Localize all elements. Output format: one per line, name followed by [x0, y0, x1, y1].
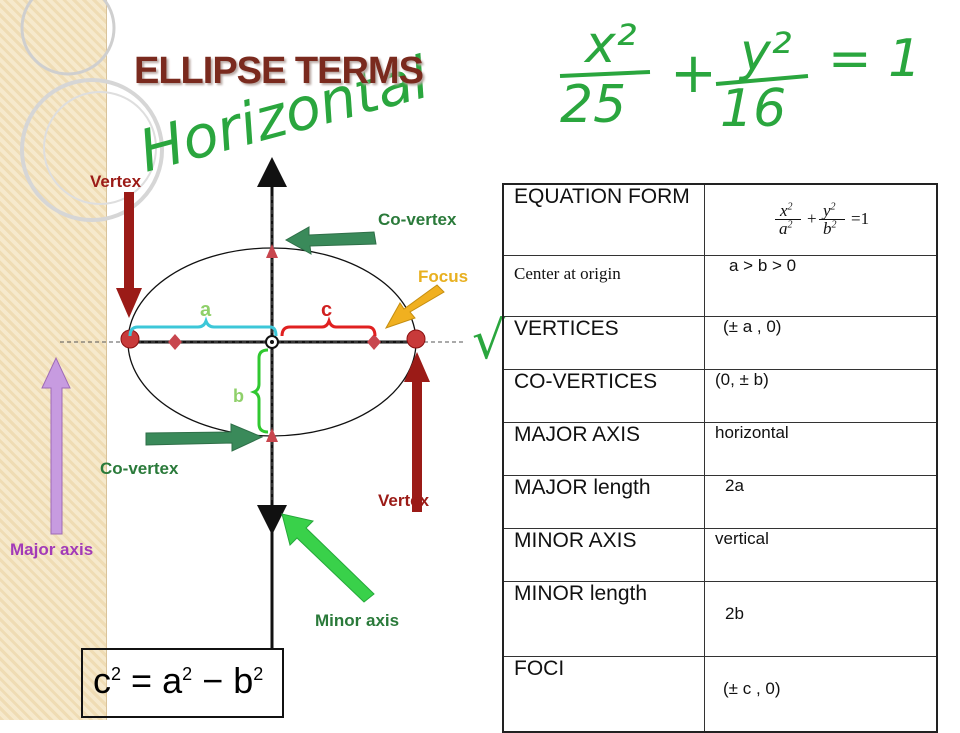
hw-16: 16: [720, 79, 786, 139]
formula-c: c: [93, 660, 111, 701]
label-covertex-bottom: Co-vertex: [100, 459, 179, 478]
label-vertex-bottom: Vertex: [378, 491, 430, 510]
formula-b: b: [233, 660, 254, 701]
formula-a: a: [162, 660, 183, 701]
eq-fraction-bar-b: [819, 219, 845, 220]
a-brace: [128, 316, 278, 337]
hw-y-squared: y²: [738, 23, 792, 83]
vertex-top-arrow: [116, 192, 142, 318]
row-key-vertices: VERTICES: [502, 316, 705, 370]
eq-b: b2: [823, 219, 837, 238]
label-minor-axis: Minor axis: [315, 611, 400, 630]
decorative-circle: [20, 0, 116, 76]
c-brace: [280, 316, 377, 337]
formula-minus: −: [202, 660, 224, 701]
row-key-foci: FOCI: [502, 656, 705, 733]
row-key-major-axis: MAJOR AXIS: [502, 422, 705, 476]
row-key-major-length: MAJOR length: [502, 475, 705, 529]
equation-form-label: EQUATION FORM: [502, 183, 705, 256]
eq-a: a2: [779, 219, 793, 238]
label-focus: Focus: [418, 267, 469, 286]
row-key-minor-length: MINOR length: [502, 581, 705, 657]
b-brace: [249, 348, 269, 434]
formula-equals: =: [131, 660, 153, 701]
pythagorean-relation-box: c2 = a2 − b2: [81, 648, 284, 718]
row-value-foci: (± c , 0): [704, 656, 938, 733]
covertex-bottom-arrow: [145, 423, 264, 452]
equation-form-value: x2 a2 + y2 b2 =1: [704, 183, 938, 256]
standard-equation: x2 a2 + y2 b2 =1: [715, 185, 936, 251]
hw-fraction-bar-2: [715, 74, 809, 86]
bottom-covertex-point: [266, 428, 278, 442]
eq-plus: +: [807, 209, 817, 228]
row-value-covertices: (0, ± b): [704, 369, 938, 423]
row-key-covertices: CO-VERTICES: [502, 369, 705, 423]
decorative-circle: [20, 78, 164, 222]
row-value-vertices: (± a , 0): [704, 316, 938, 370]
table-row: MAJOR AXIS horizontal: [502, 422, 938, 476]
hw-checkmark: √: [472, 311, 506, 371]
pythagorean-relation: c2 = a2 − b2: [93, 660, 263, 702]
row-value-center: a > b > 0: [704, 255, 938, 317]
top-covertex-point: [266, 244, 278, 258]
table-row: CO-VERTICES (0, ± b): [502, 369, 938, 423]
eq-fraction-bar-a: [775, 219, 801, 220]
formula-sq-c: 2: [111, 664, 122, 684]
table-row: MAJOR length 2a: [502, 475, 938, 529]
vertex-bottom-arrow: [404, 352, 430, 512]
formula-sq-b: 2: [253, 664, 264, 684]
hw-25: 25: [560, 75, 626, 135]
minor-axis-arrow: [281, 513, 375, 603]
row-key-minor-axis: MINOR AXIS: [502, 528, 705, 582]
right-focus-point: [367, 334, 381, 350]
decorative-circle: [43, 91, 157, 205]
table-row: FOCI (± c , 0): [502, 656, 938, 733]
handwritten-equation: x² 25 + y² 16 = 1 √: [472, 15, 921, 371]
label-a: a: [200, 299, 212, 321]
table-row: VERTICES (± a , 0): [502, 316, 938, 370]
table-row: MINOR length 2b: [502, 581, 938, 657]
row-value-major-axis: horizontal: [704, 422, 938, 476]
right-vertex-point: [406, 329, 426, 349]
hw-equals-one: = 1: [828, 29, 921, 89]
covertex-top-arrow: [284, 226, 377, 255]
table-row: Center at origin a > b > 0: [502, 255, 938, 317]
row-value-minor-length: 2b: [704, 581, 938, 657]
eq-y: y2: [823, 201, 836, 220]
row-value-major-length: 2a: [704, 475, 938, 529]
major-axis-arrow: [41, 356, 71, 535]
label-vertex-top: Vertex: [90, 172, 142, 191]
eq-x: x2: [780, 201, 793, 220]
label-b: b: [233, 386, 244, 406]
eq-equals-one: =1: [851, 209, 870, 228]
label-c: c: [321, 299, 333, 321]
hw-x-squared: x²: [583, 15, 637, 75]
formula-sq-a: 2: [182, 664, 193, 684]
row-value-minor-axis: vertical: [704, 528, 938, 582]
center-dot: [270, 340, 274, 344]
table-row: EQUATION FORM x2 a2 + y2 b2 =1: [502, 183, 938, 256]
label-major-axis: Major axis: [10, 540, 94, 559]
focus-arrow: [384, 284, 445, 329]
hw-plus: +: [670, 41, 717, 106]
label-covertex-top: Co-vertex: [378, 210, 457, 229]
left-focus-point: [168, 334, 182, 350]
decorative-side-stripe: [0, 0, 107, 720]
hw-fraction-bar-1: [559, 70, 651, 78]
page-title: ELLIPSE TERMS: [134, 50, 424, 92]
row-key-center: Center at origin: [502, 255, 705, 317]
table-row: MINOR AXIS vertical: [502, 528, 938, 582]
ellipse-terms-table: EQUATION FORM x2 a2 + y2 b2 =1 Center at…: [502, 183, 938, 733]
